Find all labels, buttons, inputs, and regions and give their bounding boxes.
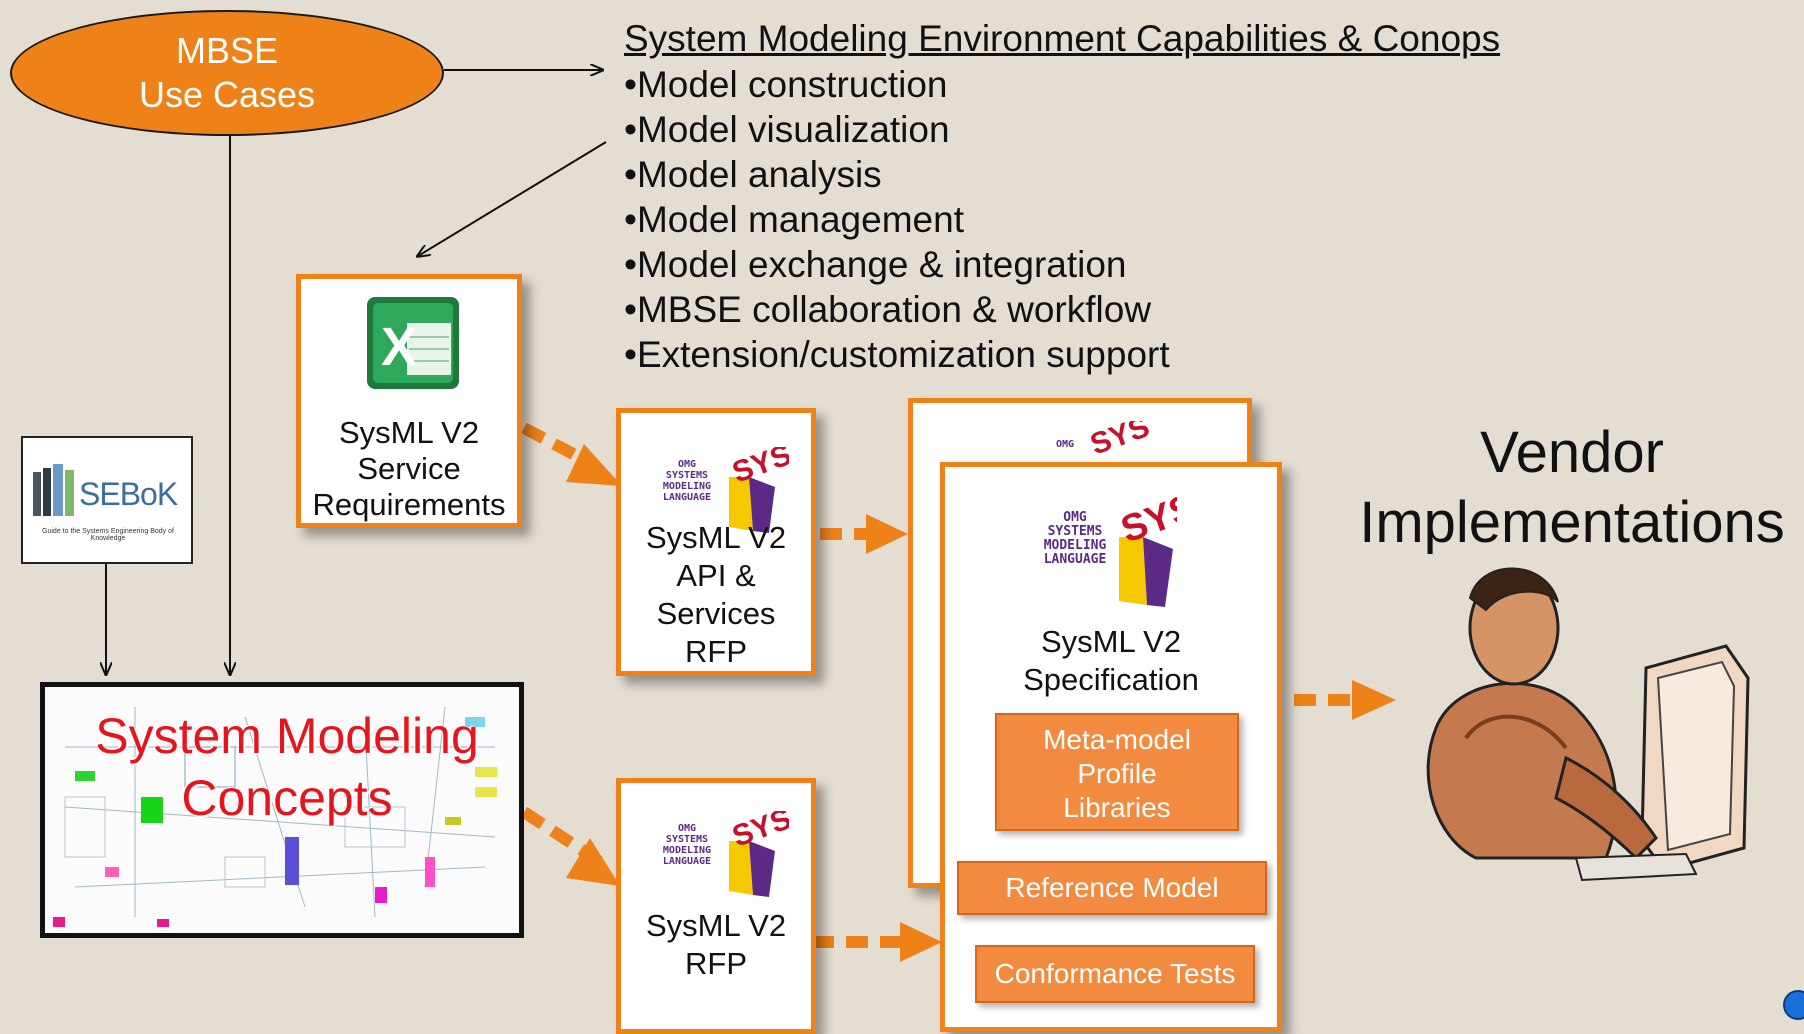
svg-text:OMG: OMG xyxy=(1056,439,1074,450)
svg-text:MODELING: MODELING xyxy=(663,845,711,856)
rfp-to-spec-arrow xyxy=(812,922,942,962)
requirements-to-api-arrow xyxy=(521,422,622,486)
svg-text:OMG: OMG xyxy=(678,823,696,834)
svg-text:X: X xyxy=(381,317,417,377)
specification-label: SysML V2 Specification xyxy=(1023,624,1199,697)
svg-text:LANGUAGE: LANGUAGE xyxy=(1044,552,1107,567)
service-requirements-box: X SysML V2 Service Requirements xyxy=(296,274,522,528)
conformance-tests-box: Conformance Tests xyxy=(975,945,1255,1003)
sysml-logo-icon: OMG SYSTEMS MODELING LANGUAGE SYS xyxy=(1037,486,1202,612)
sysml-logo-icon: OMG SYS xyxy=(1035,410,1175,466)
api-to-spec-arrow xyxy=(820,514,908,554)
svg-text:MODELING: MODELING xyxy=(663,481,711,492)
person-at-computer-icon xyxy=(1426,567,1750,882)
svg-text:LANGUAGE: LANGUAGE xyxy=(663,856,711,867)
sysml-logo-icon: OMG SYSTEMS MODELING LANGUAGE SYS xyxy=(649,438,796,538)
spec-to-vendor-arrow xyxy=(1294,680,1396,720)
sysml-rfp-label: SysML V2 RFP xyxy=(645,908,787,981)
capability-item: •Model analysis xyxy=(624,154,882,195)
mbse-use-cases-ellipse: MBSE Use Cases xyxy=(10,10,444,136)
sysml-rfp-box: OMG SYSTEMS MODELING LANGUAGE SYS SysML … xyxy=(616,778,816,1034)
svg-text:MODELING: MODELING xyxy=(1044,538,1107,553)
books-icon xyxy=(33,464,74,516)
capability-item: •Model exchange & integration xyxy=(624,244,1127,285)
system-modeling-concepts-box: System Modeling Concepts xyxy=(40,682,524,938)
vendor-implementations-title: Vendor Implementations xyxy=(1359,420,1785,555)
navigation-dot-icon[interactable] xyxy=(1783,990,1804,1020)
svg-text:SYS: SYS xyxy=(1086,421,1154,461)
capability-item: •MBSE collaboration & workflow xyxy=(624,289,1152,330)
excel-icon: X xyxy=(367,297,459,389)
service-requirements-label: SysML V2 Service Requirements xyxy=(312,415,506,522)
concept-diagram-background xyxy=(45,687,519,933)
capability-item: •Model construction xyxy=(624,64,948,105)
reference-model-box: Reference Model xyxy=(957,861,1267,915)
sebok-subtitle: Guide to the Systems Engineering Body of… xyxy=(42,528,174,542)
capability-item: •Model visualization xyxy=(624,109,950,150)
specification-box: OMG SYSTEMS MODELING LANGUAGE SYS SysML … xyxy=(940,462,1282,1032)
caps-to-requirements-arrow xyxy=(418,141,607,256)
system-modeling-concepts-title: System Modeling Concepts xyxy=(95,708,479,826)
svg-text:OMG: OMG xyxy=(678,459,696,470)
ellipse-line1: MBSE xyxy=(175,30,279,71)
capability-item: •Extension/customization support xyxy=(624,334,1170,375)
capabilities-list: •Model construction •Model visualization… xyxy=(624,62,1170,377)
sebok-logo: SEBoK Guide to the Systems Engineering B… xyxy=(21,436,193,564)
ellipse-line2: Use Cases xyxy=(138,74,316,115)
capability-item: •Model management xyxy=(624,199,964,240)
api-services-rfp-box: OMG SYSTEMS MODELING LANGUAGE SYS SysML … xyxy=(616,408,816,676)
meta-model-box: Meta-model Profile Libraries xyxy=(995,713,1239,831)
concepts-to-rfp-arrow xyxy=(520,806,620,886)
capabilities-title: System Modeling Environment Capabilities… xyxy=(624,18,1501,59)
svg-text:SYSTEMS: SYSTEMS xyxy=(1048,524,1103,539)
sysml-logo-icon: OMG SYSTEMS MODELING LANGUAGE SYS xyxy=(649,802,796,902)
sebok-label: SEBoK xyxy=(79,476,178,512)
svg-text:SYSTEMS: SYSTEMS xyxy=(666,470,708,481)
svg-text:OMG: OMG xyxy=(1063,510,1087,525)
api-services-rfp-label: SysML V2 API & Services RFP xyxy=(645,520,787,669)
svg-text:LANGUAGE: LANGUAGE xyxy=(663,492,711,503)
svg-text:SYSTEMS: SYSTEMS xyxy=(666,834,708,845)
